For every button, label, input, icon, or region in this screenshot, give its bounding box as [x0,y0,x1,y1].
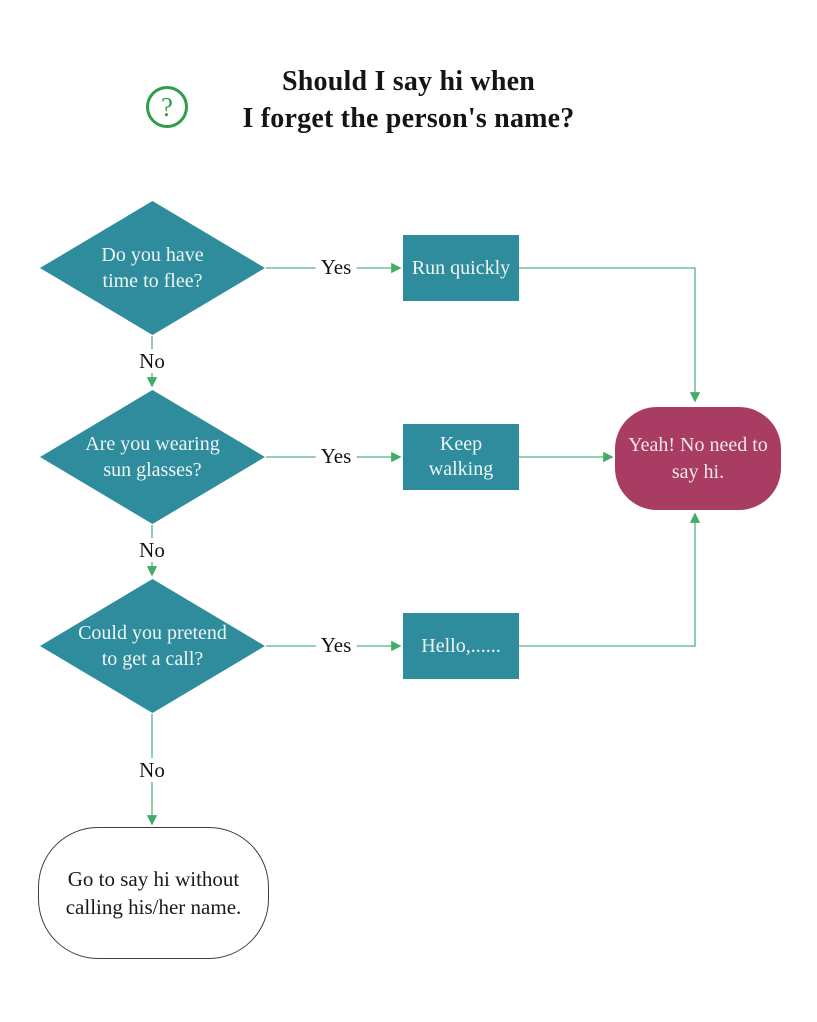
process2-line2: walking [428,458,494,480]
result-no-line2: calling his/her name. [65,895,242,919]
decision-node-sun-glasses: Are you wearing sun glasses? [40,390,265,524]
process-node-hello: Hello,...... [403,613,519,679]
edge-label-no-2: No [134,538,170,562]
decision-label: Are you wearing sun glasses? [85,431,219,483]
process2-line1: Keep [439,433,483,455]
terminal-node-no-need-to-say-hi: Yeah! No need to say hi. [615,407,781,510]
diamond-shape [40,579,265,713]
decision1-line2: time to flee? [102,270,203,292]
diamond-shape [40,201,265,335]
edge-label-yes-3: Yes [315,633,357,657]
edge-label-no-1: No [134,349,170,373]
decision-node-pretend-call: Could you pretend to get a call? [40,579,265,713]
question-mark-icon: ? [146,86,188,128]
edge-label-yes-2: Yes [315,444,357,468]
process-node-keep-walking: Keep walking [403,424,519,490]
connector-process3-to-result-yes [519,512,701,647]
diamond-shape [40,390,265,524]
process1-label: Run quickly [411,256,511,279]
page-title: Should I say hi when I forget the person… [0,63,817,137]
decision2-line2: sun glasses? [103,459,202,481]
edge-label-no-3: No [134,758,170,782]
result-yes-line2: say hi. [671,460,725,483]
decision-node-time-to-flee: Do you have time to flee? [40,201,265,335]
terminal-node-say-hi-without-name: Go to say hi without calling his/her nam… [38,827,269,959]
decision-label: Could you pretend to get a call? [78,620,227,672]
page-title-line2: I forget the person's name? [242,103,575,134]
connector-process1-to-result-yes [519,267,701,403]
result-no-line1: Go to say hi without [67,867,240,891]
decision1-line1: Do you have [101,244,204,266]
process-node-run-quickly: Run quickly [403,235,519,301]
decision2-line1: Are you wearing [85,433,220,455]
decision-label: Do you have time to flee? [101,242,203,294]
process3-label: Hello,...... [421,634,501,657]
result-yes-line1: Yeah! No need to [628,433,768,456]
page-title-line1: Should I say hi when [281,66,535,97]
question-mark-glyph: ? [161,91,173,122]
decision3-line2: to get a call? [101,648,204,670]
decision3-line1: Could you pretend [78,622,227,644]
edge-label-yes-1: Yes [315,255,357,279]
